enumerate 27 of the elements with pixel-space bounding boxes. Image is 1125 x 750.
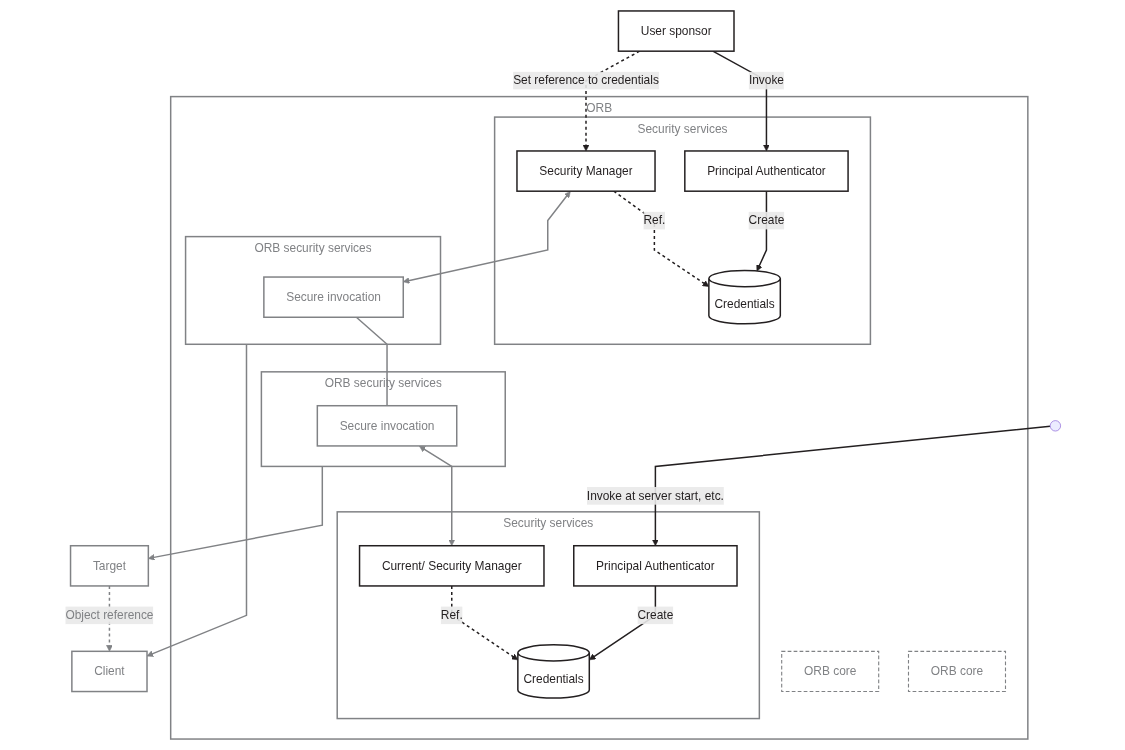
node-box: Principal Authenticator [572, 545, 738, 587]
edge-label: Object reference [64, 608, 153, 622]
arrow [651, 425, 1051, 547]
arrow [402, 191, 571, 284]
arrow [146, 343, 247, 657]
node-box: Current/ Security Manager [358, 545, 545, 587]
arrow [418, 445, 455, 547]
edge-label: Ref. [440, 608, 463, 622]
node-box: Client [70, 650, 148, 693]
arrow [612, 190, 709, 287]
arrow [450, 585, 518, 661]
node-box: ORB core [780, 650, 879, 693]
edge-label: Ref. [642, 213, 665, 227]
node-box: Secure invocation [316, 404, 457, 447]
edge-label: Invoke [748, 73, 784, 87]
arrow [105, 585, 113, 652]
edge-label: Create [637, 608, 673, 622]
node-box: Target [69, 545, 149, 587]
node-box: Security Manager [515, 150, 656, 192]
edge-label: Set reference to credentials [512, 73, 659, 87]
node-box: ORB core [907, 650, 1006, 693]
edge-label: Invoke at server start, etc. [586, 489, 724, 502]
arrow [147, 465, 323, 561]
node-box: User sponsor [617, 10, 735, 52]
node-box: Principal Authenticator [683, 150, 849, 192]
edge-label: Create [748, 213, 784, 227]
node-box: Secure invocation [262, 276, 404, 318]
